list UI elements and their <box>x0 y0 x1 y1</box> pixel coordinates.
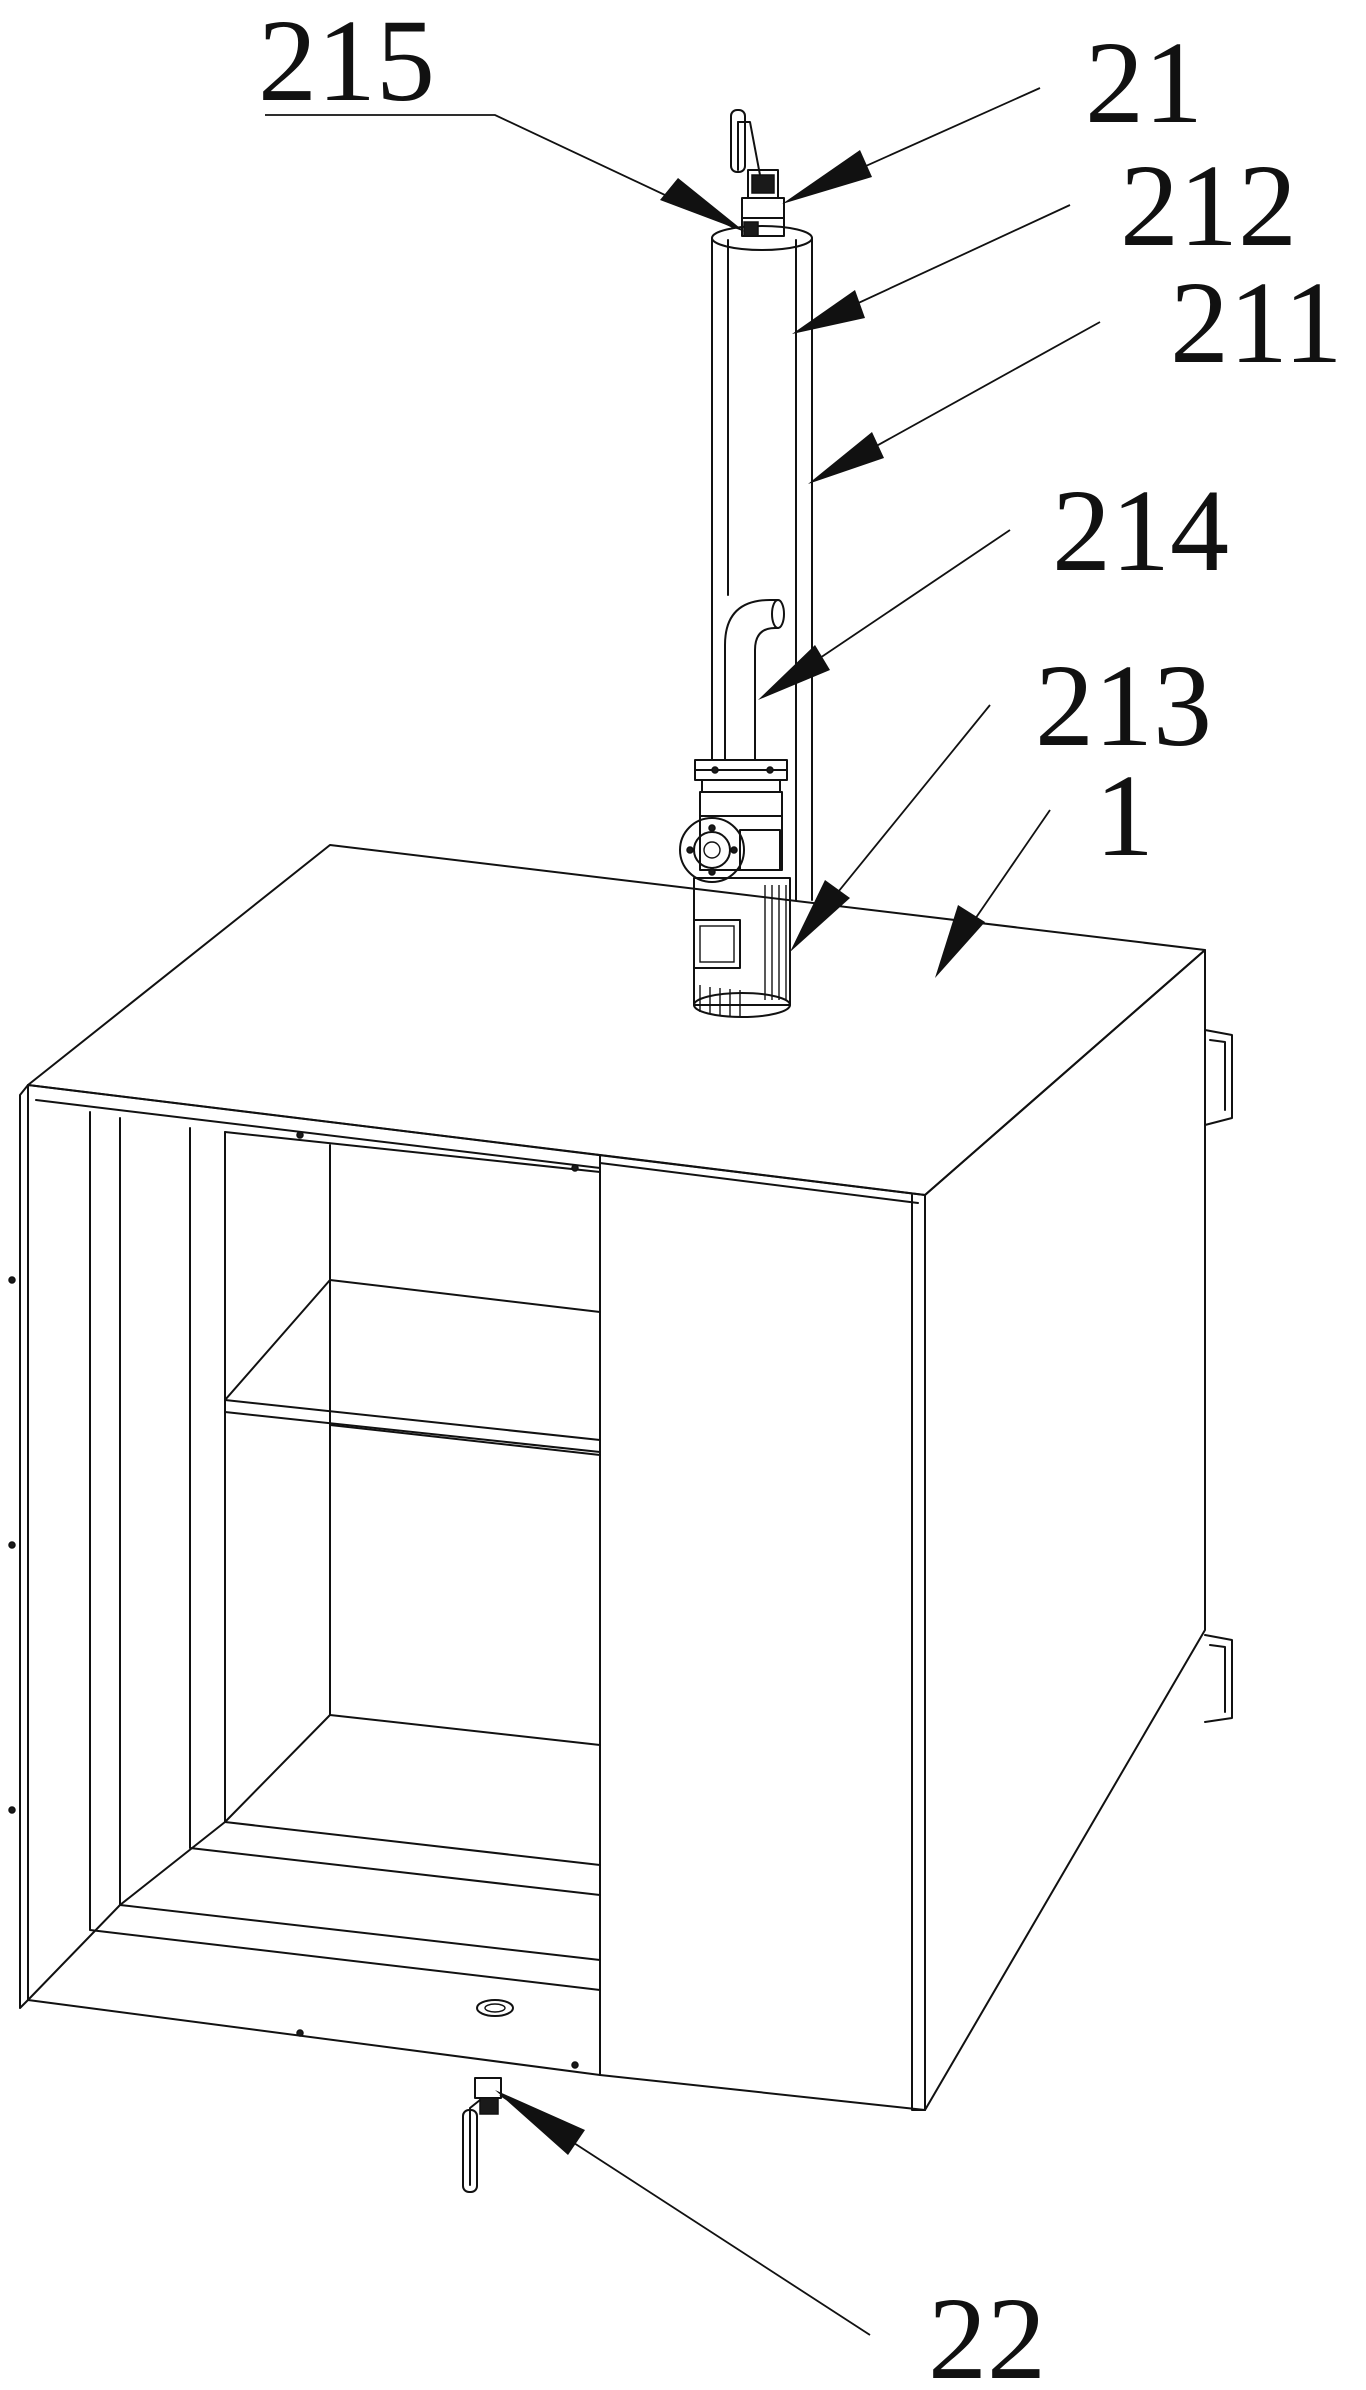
label-213: 213 <box>1035 640 1212 771</box>
label-214: 214 <box>1052 465 1229 596</box>
leader-215 <box>265 114 745 232</box>
leader-211 <box>808 321 1101 484</box>
front-door-panel <box>599 1154 926 2111</box>
label-22: 22 <box>928 2273 1046 2390</box>
label-212: 212 <box>1120 140 1297 271</box>
label-211: 211 <box>1170 257 1343 388</box>
inlet-elbow-pipe <box>724 599 785 761</box>
label-215: 215 <box>258 0 435 126</box>
leader-1 <box>935 809 1051 978</box>
top-ball-valve <box>730 109 785 237</box>
pump-motor <box>693 877 791 1018</box>
leader-212 <box>792 204 1071 334</box>
leader-21 <box>782 87 1041 204</box>
leader-213 <box>790 704 991 952</box>
outer-tube <box>711 225 813 901</box>
leader-214 <box>758 529 1011 700</box>
cabinet-body <box>27 844 1233 2111</box>
pump-flanges <box>679 759 788 883</box>
bottom-ball-valve <box>462 2077 502 2193</box>
label-1: 1 <box>1095 750 1154 881</box>
front-frame <box>8 1084 601 2076</box>
leader-22 <box>495 2090 871 2336</box>
label-21: 21 <box>1085 17 1203 148</box>
